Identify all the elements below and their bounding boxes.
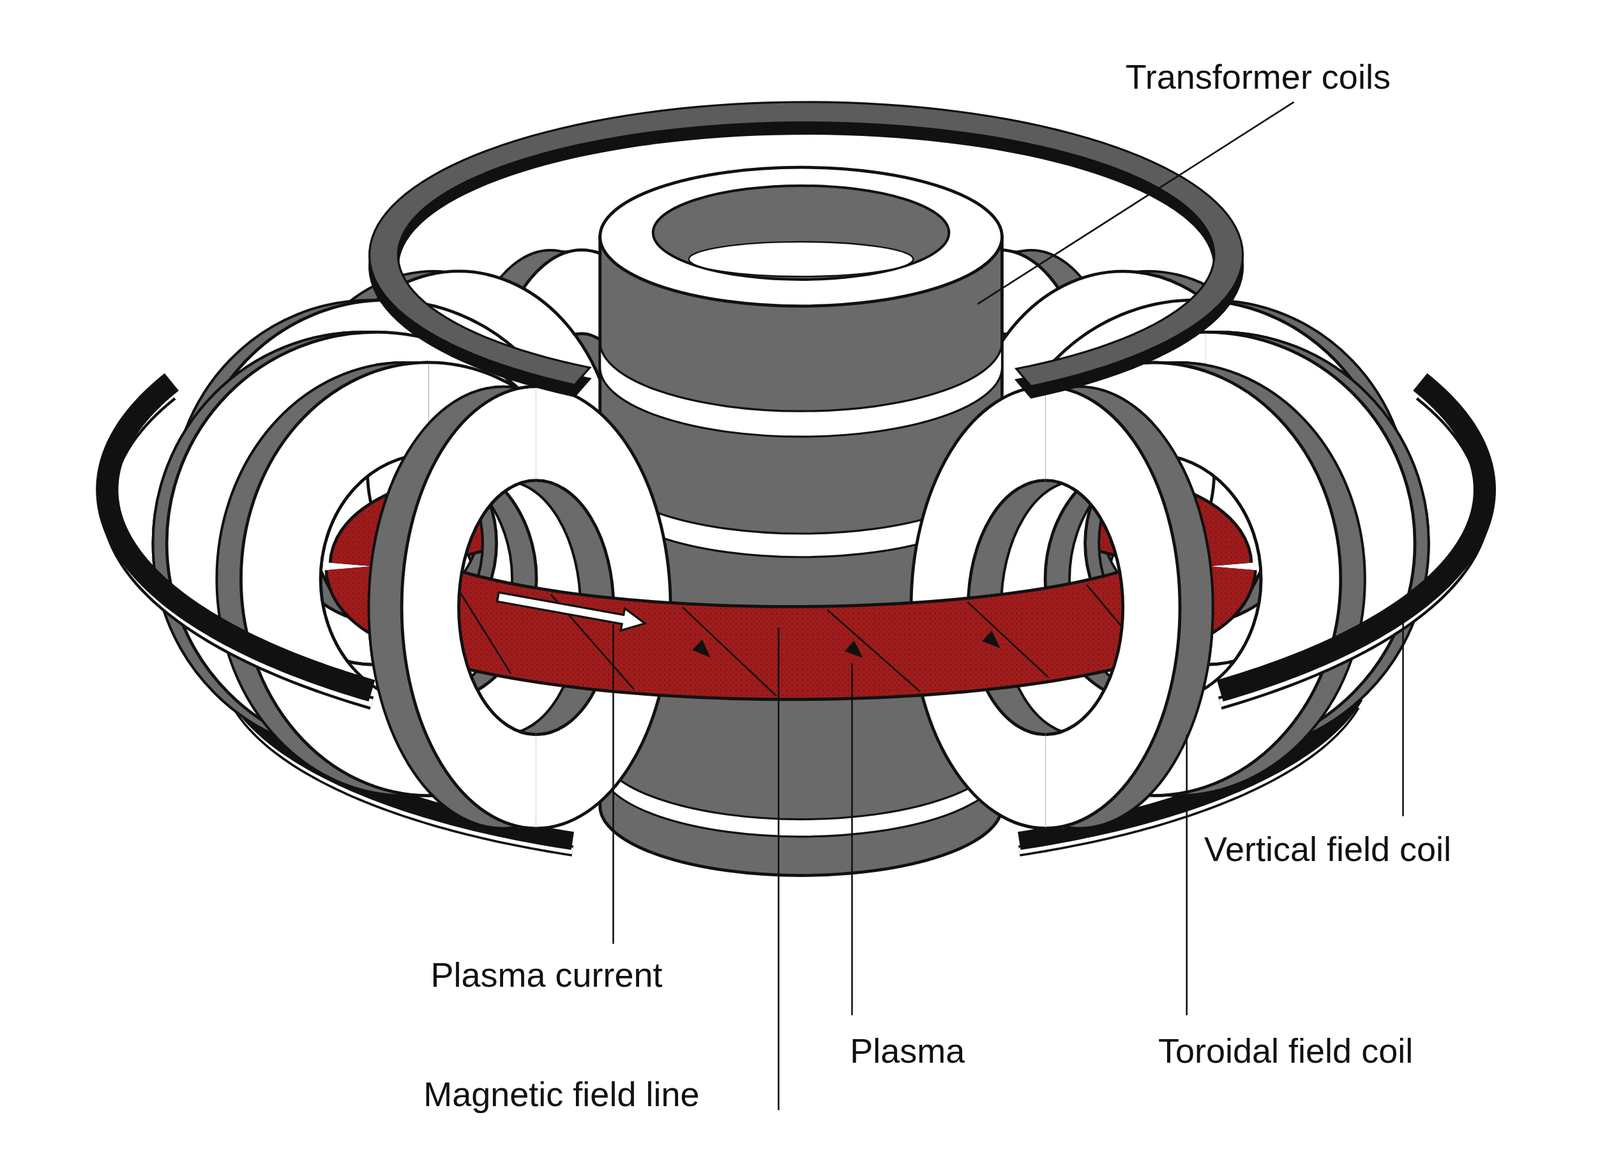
solenoid-gap	[600, 342, 1003, 438]
leader-line	[777, 627, 780, 1111]
field-arrowhead	[844, 641, 864, 659]
leader-line	[851, 663, 853, 1016]
leader-line	[1185, 734, 1188, 1016]
magnetic-field-line	[827, 609, 921, 692]
magnetic-field-line	[682, 607, 777, 696]
plasma-current-arrow	[497, 592, 645, 631]
part-label: Plasma current	[430, 955, 663, 995]
part-label: Transformer coils	[1125, 56, 1391, 97]
plasma-edge	[372, 566, 1210, 654]
leader-line	[612, 624, 615, 944]
toroidal-field-coil	[1045, 386, 1214, 829]
vertical-field-coil-edge	[107, 394, 373, 704]
solenoid-top	[600, 167, 1003, 306]
part-label: Toroidal field coil	[1158, 1031, 1413, 1071]
solenoid-bore	[653, 185, 949, 280]
solenoid-gap	[600, 750, 1003, 838]
leader-lines	[613, 102, 1404, 1111]
toroidal-field-coil	[369, 386, 537, 829]
plasma-texture	[372, 566, 1210, 654]
vertical-field-coil-face	[107, 394, 373, 704]
vertical-field-coil	[1220, 381, 1486, 691]
field-arrowhead	[692, 639, 710, 658]
vertical-field-coil-face	[1220, 394, 1486, 704]
solenoid-bore-inner	[688, 241, 914, 277]
coil-face	[1045, 386, 1181, 829]
vertical-field-coil	[107, 381, 373, 691]
tokamak	[107, 102, 1486, 876]
vertical-field-coil	[369, 102, 1244, 387]
part-label: Vertical field coil	[1204, 829, 1452, 869]
field-arrowhead	[981, 630, 1001, 649]
part-label: Magnetic field line	[423, 1074, 700, 1115]
plasma	[372, 566, 1210, 654]
leader-line	[977, 102, 1294, 305]
vertical-field-coil-edge	[1220, 394, 1486, 704]
magnetic-field-line	[967, 602, 1049, 678]
leader-line	[1402, 617, 1404, 817]
part-label: Plasma	[849, 1031, 965, 1071]
coil-face	[401, 386, 537, 829]
